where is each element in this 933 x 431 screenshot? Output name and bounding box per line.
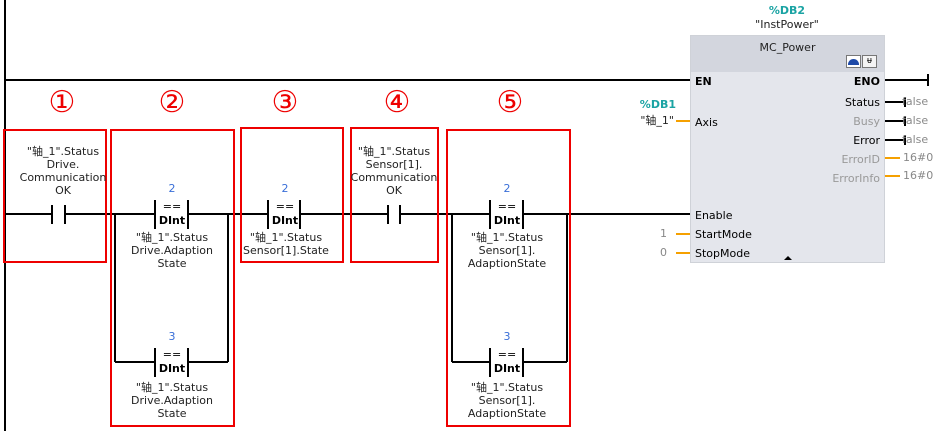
block-view-icon[interactable] <box>846 55 861 68</box>
operand-line: AdaptionState <box>467 407 547 420</box>
compare5-top-operand[interactable]: "轴_1".Status Sensor[1]. AdaptionState <box>447 231 567 270</box>
pin-en: EN <box>695 75 712 88</box>
pin-stopmode: StopMode <box>695 247 750 260</box>
operand-line: Sensor[1]. <box>478 394 536 407</box>
pin-errorid: ErrorID <box>841 153 880 166</box>
compare2-top-operand[interactable]: "轴_1".Status Drive.Adaption State <box>112 231 232 270</box>
compare3-type: DInt <box>271 214 299 227</box>
errorinfo-value: 16#0 <box>903 169 933 182</box>
pin-errorinfo: ErrorInfo <box>832 172 880 185</box>
compare2-bottom-value[interactable]: 3 <box>168 330 176 343</box>
compare2-top-op: == <box>162 200 182 213</box>
operand-line: "轴_1".Status <box>357 145 431 158</box>
pin-eno: ENO <box>853 75 880 88</box>
operand-line: State <box>157 407 187 420</box>
operand-line: "轴_1".Status <box>470 381 544 394</box>
compare3-value[interactable]: 2 <box>281 182 289 195</box>
compare5-bottom-operand[interactable]: "轴_1".Status Sensor[1]. AdaptionState <box>447 381 567 420</box>
marker-5: ⑤ <box>496 85 524 120</box>
highlight-box-3 <box>240 127 344 263</box>
marker-4: ④ <box>383 85 411 120</box>
operand-line: "轴_1".Status <box>135 381 209 394</box>
highlight-box-1 <box>3 129 107 263</box>
compare2-bottom-operand[interactable]: "轴_1".Status Drive.Adaption State <box>112 381 232 420</box>
operand-line: Communication <box>350 171 438 184</box>
marker-1: ① <box>48 85 76 120</box>
operand-line: OK <box>55 184 71 197</box>
operand-line: Sensor[1]. <box>478 244 536 257</box>
mc-power-block[interactable]: MC_Power ᵾ EN Axis Enable StartMode Stop… <box>690 35 885 263</box>
compare2-top-value[interactable]: 2 <box>168 182 176 195</box>
errorid-value: 16#0 <box>903 151 933 164</box>
compare5-top-value[interactable]: 2 <box>503 182 511 195</box>
contact1-operand[interactable]: "轴_1".Status Drive. Communication OK <box>8 145 118 197</box>
axis-db-number: %DB1 <box>639 98 676 111</box>
operand-line: OK <box>386 184 402 197</box>
pin-error: Error <box>853 134 880 147</box>
operand-line: Sensor[1]. <box>365 158 423 171</box>
diagnostics-icon[interactable]: ᵾ <box>862 55 877 68</box>
compare2-bottom-op: == <box>162 348 182 361</box>
compare5-bottom-type: DInt <box>493 362 521 375</box>
operand-line: AdaptionState <box>467 257 547 270</box>
operand-line: Drive.Adaption <box>131 394 213 407</box>
highlight-box-5 <box>446 129 571 427</box>
compare5-top-type: DInt <box>493 214 521 227</box>
operand-line: "轴_1".Status <box>249 231 323 244</box>
compare5-bottom-op: == <box>497 348 517 361</box>
operand-line: Drive.Adaption <box>131 244 213 257</box>
block-title: MC_Power <box>759 41 816 54</box>
highlight-box-2 <box>110 129 235 427</box>
operand-line: "轴_1".Status <box>135 231 209 244</box>
operand-line: Sensor[1].State <box>243 244 329 257</box>
pin-status: Status <box>844 96 880 109</box>
operand-line: Drive. <box>46 158 80 171</box>
pin-enable: Enable <box>695 209 733 222</box>
highlight-box-4 <box>350 127 439 263</box>
axis-db-name[interactable]: "轴_1" <box>640 114 674 127</box>
operand-line: "轴_1".Status <box>470 231 544 244</box>
startmode-value[interactable]: 1 <box>660 227 667 240</box>
compare2-bottom-type: DInt <box>158 362 186 375</box>
marker-2: ② <box>158 85 186 120</box>
compare3-op: == <box>275 200 295 213</box>
status-value: false <box>902 95 929 108</box>
compare5-top-op: == <box>497 200 517 213</box>
operand-line: State <box>157 257 187 270</box>
busy-value: false <box>902 114 929 127</box>
stopmode-value[interactable]: 0 <box>660 246 667 259</box>
error-value: false <box>902 133 929 146</box>
pin-axis: Axis <box>695 116 718 129</box>
pin-busy: Busy <box>853 115 880 128</box>
compare5-bottom-value[interactable]: 3 <box>503 330 511 343</box>
operand-line: Communication <box>19 171 107 184</box>
pin-startmode: StartMode <box>695 228 752 241</box>
compare2-top-type: DInt <box>158 214 186 227</box>
instance-db-name[interactable]: "InstPower" <box>755 18 819 31</box>
block-header: MC_Power ᵾ <box>691 36 884 72</box>
compare3-operand[interactable]: "轴_1".Status Sensor[1].State <box>236 231 336 257</box>
contact4-operand[interactable]: "轴_1".Status Sensor[1]. Communication OK <box>339 145 449 197</box>
expand-arrow-icon[interactable] <box>784 256 792 260</box>
instance-db-number: %DB2 <box>768 4 806 17</box>
operand-line: "轴_1".Status <box>26 145 100 158</box>
marker-3: ③ <box>271 85 299 120</box>
